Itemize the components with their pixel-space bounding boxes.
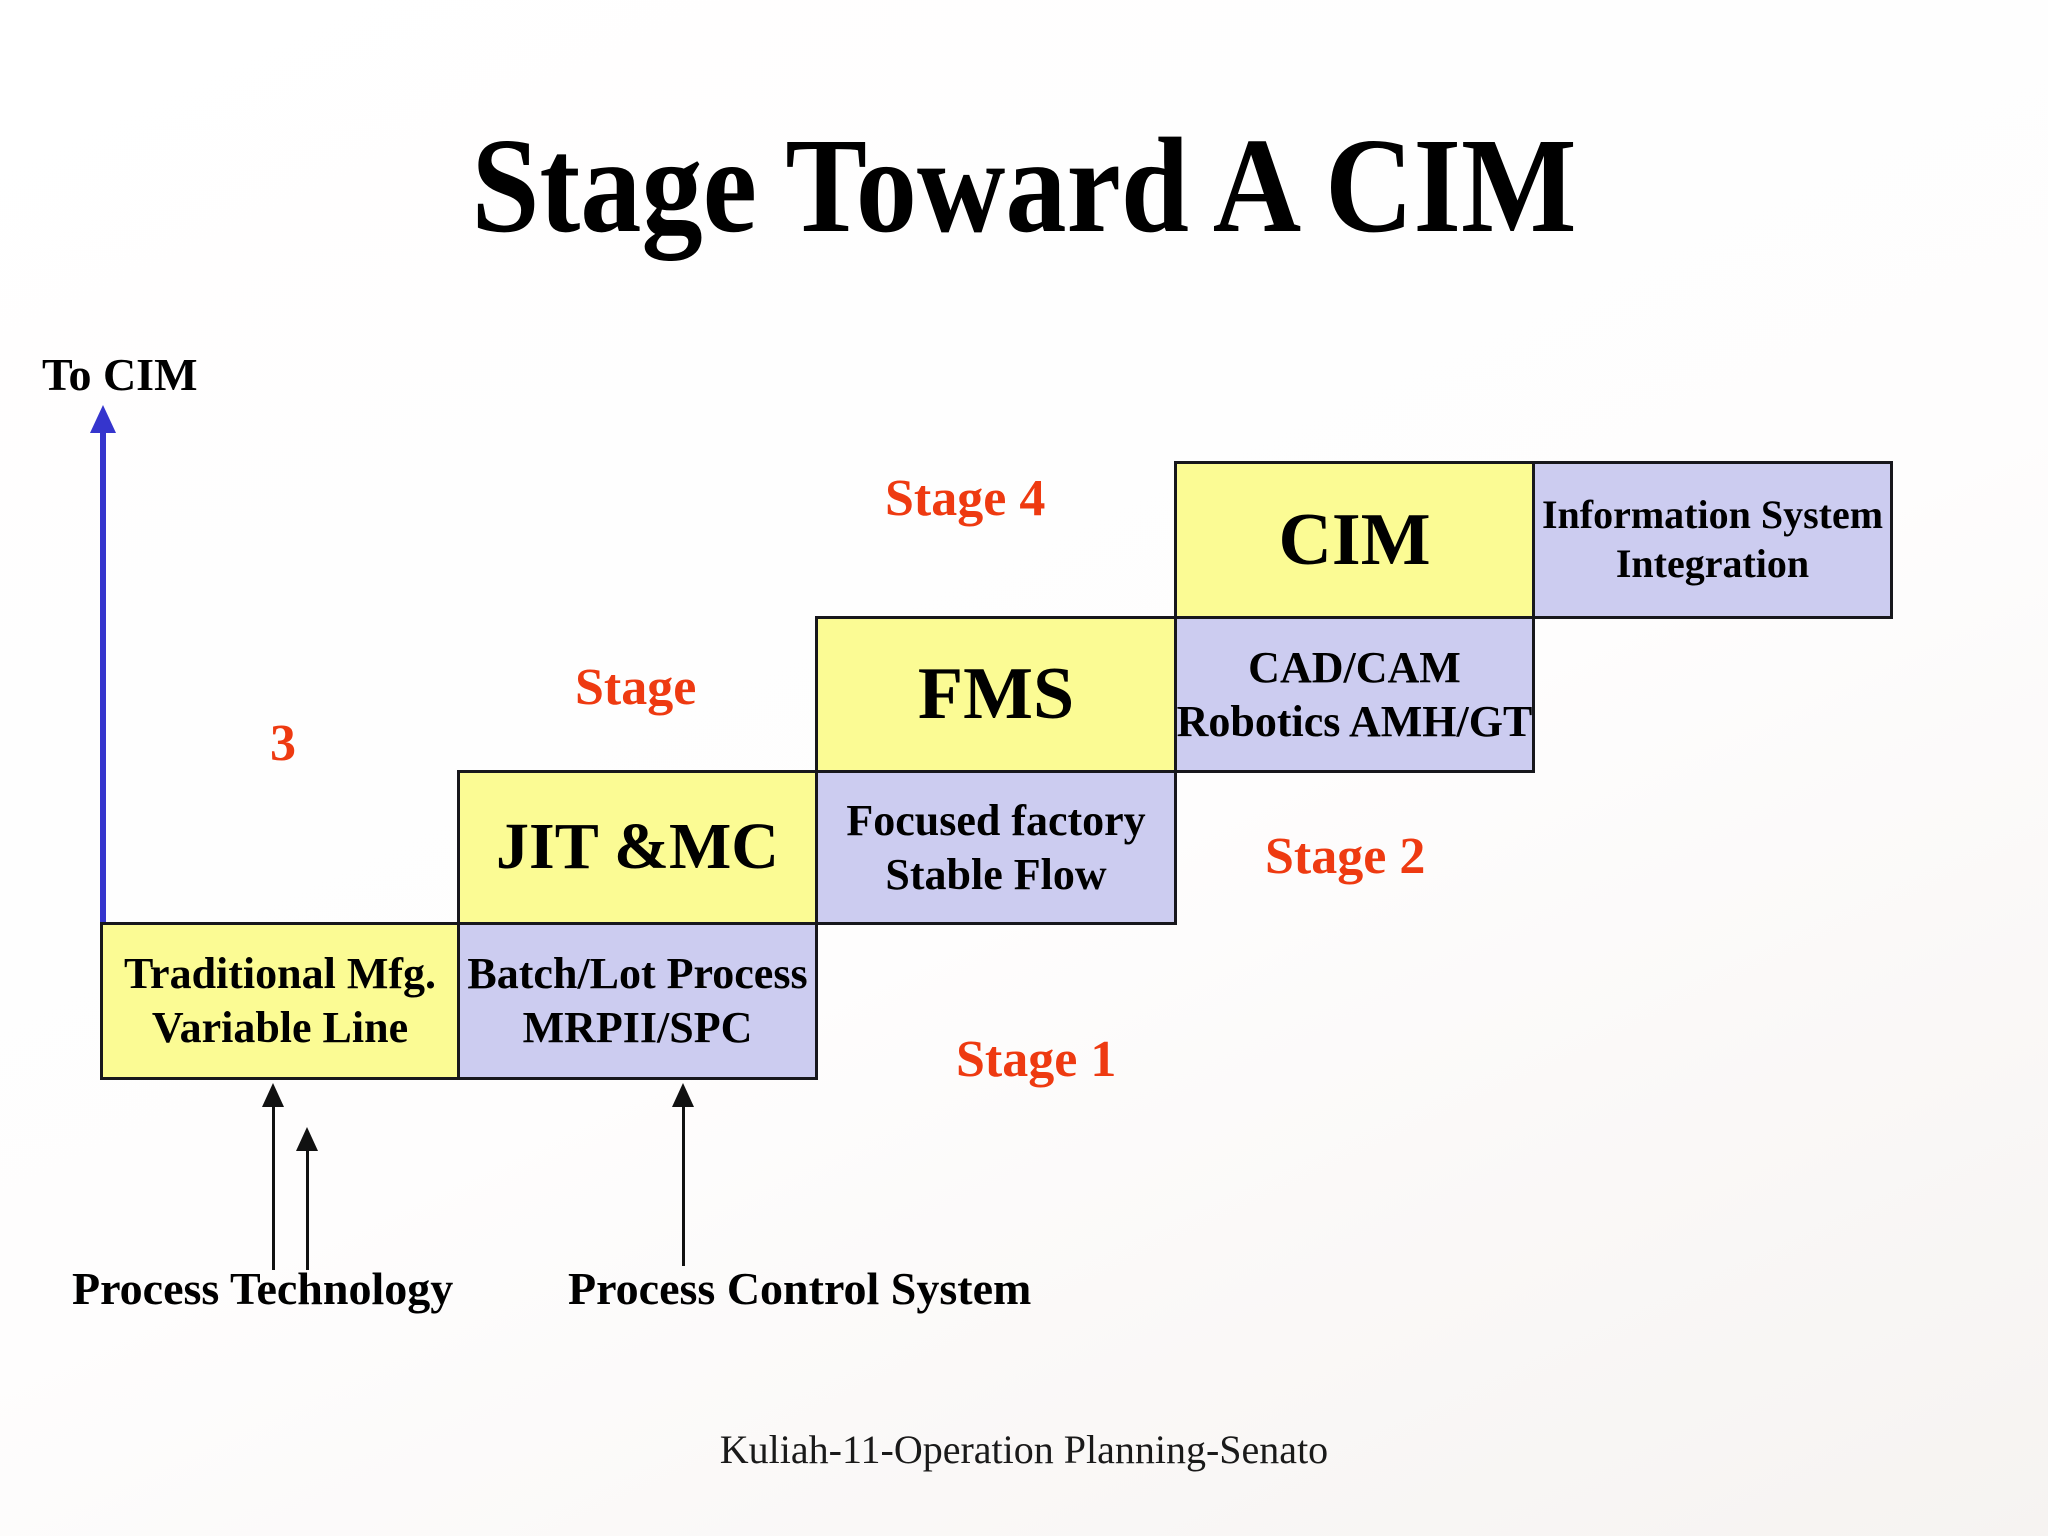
box-information-system: Information System Integration — [1532, 461, 1893, 619]
slide-title: Stage Toward A CIM — [471, 111, 1577, 261]
process-technology-arrow2-icon — [296, 1127, 318, 1270]
box-batch-lot-process: Batch/Lot Process MRPII/SPC — [457, 922, 818, 1080]
arrowhead-icon — [262, 1083, 284, 1107]
label-stage-2: Stage 2 — [1265, 828, 1426, 885]
box-line: Variable Line — [151, 1003, 409, 1052]
box-line: Traditional Mfg. — [123, 949, 437, 999]
arrow-shaft — [271, 1107, 275, 1270]
box-line: Robotics AMH/GT — [1176, 696, 1533, 746]
process-technology-arrow-icon — [262, 1083, 284, 1270]
box-line: Information System — [1541, 492, 1884, 538]
box-traditional-mfg: Traditional Mfg. Variable Line — [100, 922, 460, 1080]
box-line: Focused factory — [846, 795, 1146, 845]
box-line: MRPII/SPC — [522, 1003, 753, 1052]
box-focused-factory: Focused factory Stable Flow — [815, 770, 1177, 925]
label-process-control-system: Process Control System — [568, 1263, 1032, 1314]
box-line: JIT &MC — [496, 810, 779, 884]
label-stage-3-number: 3 — [270, 715, 296, 772]
box-cadcam-robotics: CAD/CAM Robotics AMH/GT — [1174, 616, 1535, 773]
axis-shaft — [100, 433, 106, 1080]
label-stage-4: Stage 4 — [885, 470, 1046, 527]
process-control-arrow-icon — [672, 1083, 694, 1266]
box-line: CIM — [1278, 498, 1431, 581]
box-fms: FMS — [815, 616, 1177, 773]
axis-label-to-cim: To CIM — [42, 349, 198, 400]
axis-arrowhead-icon — [90, 405, 116, 433]
box-jit-mc: JIT &MC — [457, 770, 818, 925]
box-line: Stable Flow — [885, 849, 1107, 899]
box-line: CAD/CAM — [1248, 642, 1461, 692]
arrow-shaft — [681, 1107, 685, 1266]
arrowhead-icon — [296, 1127, 318, 1151]
slide-footer: Kuliah-11-Operation Planning-Senato — [719, 1427, 1329, 1472]
arrowhead-icon — [672, 1083, 694, 1107]
box-line: FMS — [917, 653, 1075, 736]
label-stage-3-word: Stage — [575, 659, 697, 716]
label-stage-1: Stage 1 — [956, 1031, 1117, 1088]
box-cim: CIM — [1174, 461, 1535, 619]
box-line: Integration — [1615, 541, 1810, 586]
axis-up-arrow — [90, 405, 116, 1080]
label-process-technology: Process Technology — [72, 1263, 454, 1314]
arrow-shaft — [305, 1151, 309, 1270]
box-line: Batch/Lot Process — [467, 949, 808, 999]
